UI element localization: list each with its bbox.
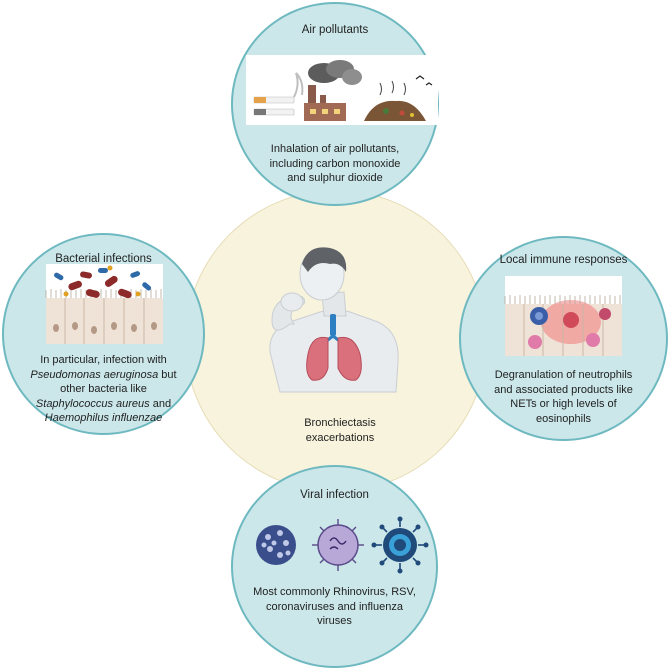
desc-line: and sulphur dioxide	[287, 172, 383, 184]
node-description: Inhalation of air pollutants, including …	[233, 142, 437, 186]
node-title: Air pollutants	[301, 24, 369, 36]
desc-line: Staphylococcus aureus and	[4, 397, 203, 412]
node-viral-infection: Viral infection Most commonly Rhinovirus…	[231, 465, 438, 668]
rhinovirus-icon	[256, 525, 296, 565]
node-bacterial-infections: Bacterial infections In particular, infe…	[2, 233, 205, 435]
desc-line: eosinophils	[535, 412, 592, 425]
center-label-line2: exacerbations	[305, 431, 375, 444]
center-label: Bronchiectasis exacerbations	[300, 416, 380, 445]
desc-line: Most commonly Rhinovirus, RSV,	[253, 586, 416, 598]
desc-line: Degranulation of neutrophils	[494, 369, 633, 381]
pathogen-name: Staphylococcus aureus	[35, 397, 150, 410]
bacteria-on-epithelium-illustration	[45, 264, 163, 344]
cigarette-factory-smoke-waste-illustration	[246, 55, 438, 125]
center-label-line1: Bronchiectasis	[304, 417, 376, 429]
node-title: Local immune responses	[499, 254, 628, 266]
node-description: In particular, infection with Pseudomona…	[4, 353, 203, 426]
node-description: Most commonly Rhinovirus, RSV, coronavir…	[233, 585, 436, 629]
desc-text: and	[149, 397, 172, 410]
desc-line: coronaviruses and influenza	[266, 600, 403, 613]
coronavirus-icon	[371, 516, 429, 574]
pathogen-name: Pseudomonas aeruginosa	[30, 368, 159, 381]
desc-line: viruses	[317, 615, 352, 627]
immune-cells-in-epithelium-illustration	[504, 276, 622, 356]
desc-line: NETs or high levels of	[510, 398, 617, 410]
person-coughing-lungs-illustration	[269, 247, 399, 393]
virus-particles-illustration	[256, 516, 429, 574]
desc-line: and associated products like	[494, 383, 633, 396]
desc-line: Inhalation of air pollutants,	[270, 143, 400, 155]
desc-line: In particular, infection with	[40, 354, 167, 366]
desc-line: other bacteria like	[60, 383, 147, 395]
node-description: Degranulation of neutrophils and associa…	[461, 368, 666, 426]
influenza-virus-icon	[312, 519, 364, 571]
node-title: Bacterial infections	[55, 253, 152, 265]
pathogen-name: Haemophilus influenzae	[44, 412, 163, 424]
desc-text: but	[158, 368, 177, 381]
node-title: Viral infection	[300, 489, 369, 501]
desc-line: Pseudomonas aeruginosa but	[4, 368, 203, 383]
desc-line: including carbon monoxide	[269, 157, 401, 170]
